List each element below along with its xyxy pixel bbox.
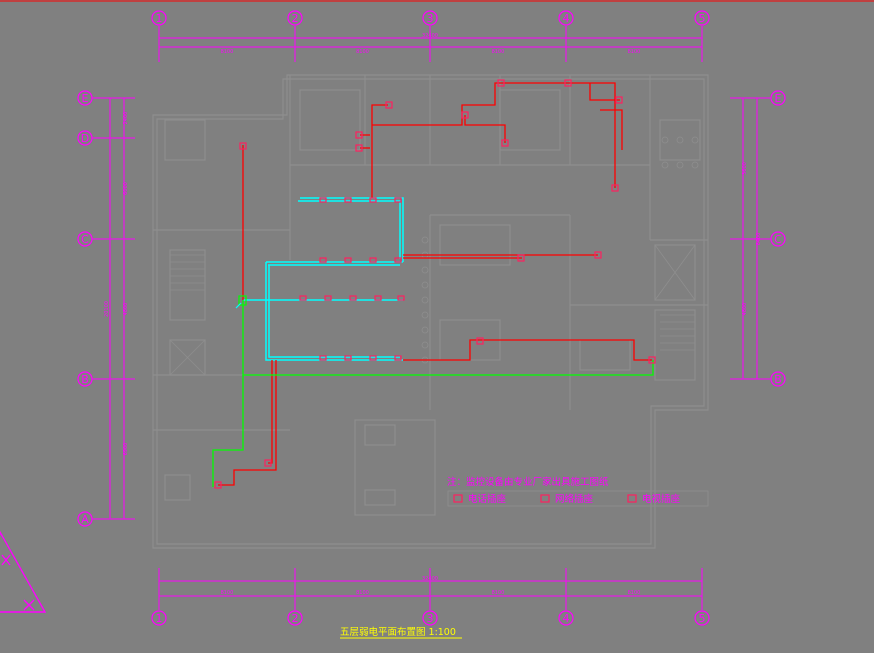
dim-seg-top-3: 8100 xyxy=(492,49,505,55)
dim-seg-top-1: 8100 xyxy=(221,49,234,55)
grid-label-col-5-top: 5 xyxy=(699,12,706,25)
dim-seg-left-1: 2400 xyxy=(123,112,129,125)
building-walls xyxy=(152,74,709,549)
grid-label-col-2-bottom: 2 xyxy=(292,612,299,625)
grid-label-row-E-right: E xyxy=(775,92,782,105)
dim-seg-top-2: 8100 xyxy=(356,49,369,55)
tv-outlet-icon xyxy=(627,494,637,503)
grid-label-row-E-left: E xyxy=(82,92,89,105)
dim-seg-bottom-4: 8100 xyxy=(628,590,641,596)
grid-label-row-C-left: C xyxy=(81,233,89,246)
grid-label-row-A-left: A xyxy=(81,513,89,526)
dim-total-right: 8400 xyxy=(756,233,762,246)
outlet-markers xyxy=(214,79,656,489)
stairs xyxy=(169,244,696,376)
legend-item-tv: 电视插座 xyxy=(627,493,681,505)
network-outlet-icon xyxy=(540,494,550,503)
grid-bubble-col-5-bottom xyxy=(694,610,710,626)
grid-label-col-5-bottom: 5 xyxy=(699,612,706,625)
grid-label-row-D-left: D xyxy=(81,132,89,145)
dim-seg-left-4: 6900 xyxy=(123,443,129,456)
phone-outlet-icon xyxy=(453,494,463,503)
dim-total-left: 20100 xyxy=(104,301,110,317)
legend-label-network: 网络插座 xyxy=(555,493,594,505)
distribution-box-icon xyxy=(235,295,247,309)
drawing-title: 五层弱电平面布置图 1:100 xyxy=(340,626,462,639)
red-wiring xyxy=(218,82,652,486)
green-wiring xyxy=(212,300,654,487)
dim-seg-bottom-1: 8100 xyxy=(221,590,234,596)
dim-seg-left-3: 4800 xyxy=(123,303,129,316)
grid-bubble-col-3-top xyxy=(422,10,438,26)
grid-bubble-col-1-top xyxy=(151,10,167,26)
dim-seg-left-2: 6000 xyxy=(123,182,129,195)
note-text: 注：监控设备由专业厂家出具施工图纸 xyxy=(447,476,609,488)
dim-seg-bottom-2: 8100 xyxy=(356,590,369,596)
grid-label-col-3-bottom: 3 xyxy=(427,612,434,625)
grid-bubble-col-1-bottom xyxy=(151,610,167,626)
dim-seg-bottom-3: 8100 xyxy=(492,590,505,596)
dim-seg-right-2: 4800 xyxy=(742,303,748,316)
grid-label-col-4-bottom: 4 xyxy=(563,612,570,625)
drawing-title-text: 五层弱电平面布置图 1:100 xyxy=(340,626,456,638)
grid-label-col-1-bottom: 1 xyxy=(156,612,163,625)
legend-item-phone: 电话插座 xyxy=(453,493,507,505)
legend-item-network: 网络插座 xyxy=(540,493,594,505)
dim-total-top: 32400 xyxy=(422,33,438,39)
grid-bubble-col-4-bottom xyxy=(558,610,574,626)
legend-label-phone: 电话插座 xyxy=(468,493,507,505)
grid-bubble-col-4-top xyxy=(558,10,574,26)
grid-bubble-col-2-top xyxy=(287,10,303,26)
grid-label-row-B-right: B xyxy=(774,373,782,386)
grid-label-col-3-top: 3 xyxy=(427,12,434,25)
grid-bubble-col-3-bottom xyxy=(422,610,438,626)
grid-bubble-col-5-top xyxy=(694,10,710,26)
dim-seg-right-1: 3600 xyxy=(742,162,748,175)
legend-label-tv: 电视插座 xyxy=(642,493,681,505)
grid-label-col-2-top: 2 xyxy=(292,12,299,25)
grid-bubble-col-2-bottom xyxy=(287,610,303,626)
dim-total-bottom: 32400 xyxy=(422,576,438,582)
dim-seg-top-4: 8100 xyxy=(628,49,641,55)
grid-label-col-1-top: 1 xyxy=(156,12,163,25)
triangle-symbol-icon xyxy=(0,530,47,613)
grid-label-row-B-left: B xyxy=(81,373,89,386)
grid-label-col-4-top: 4 xyxy=(563,12,570,25)
legend: 电话插座 网络插座 电视插座 xyxy=(447,490,709,507)
grid-label-row-C-right: C xyxy=(774,233,782,246)
